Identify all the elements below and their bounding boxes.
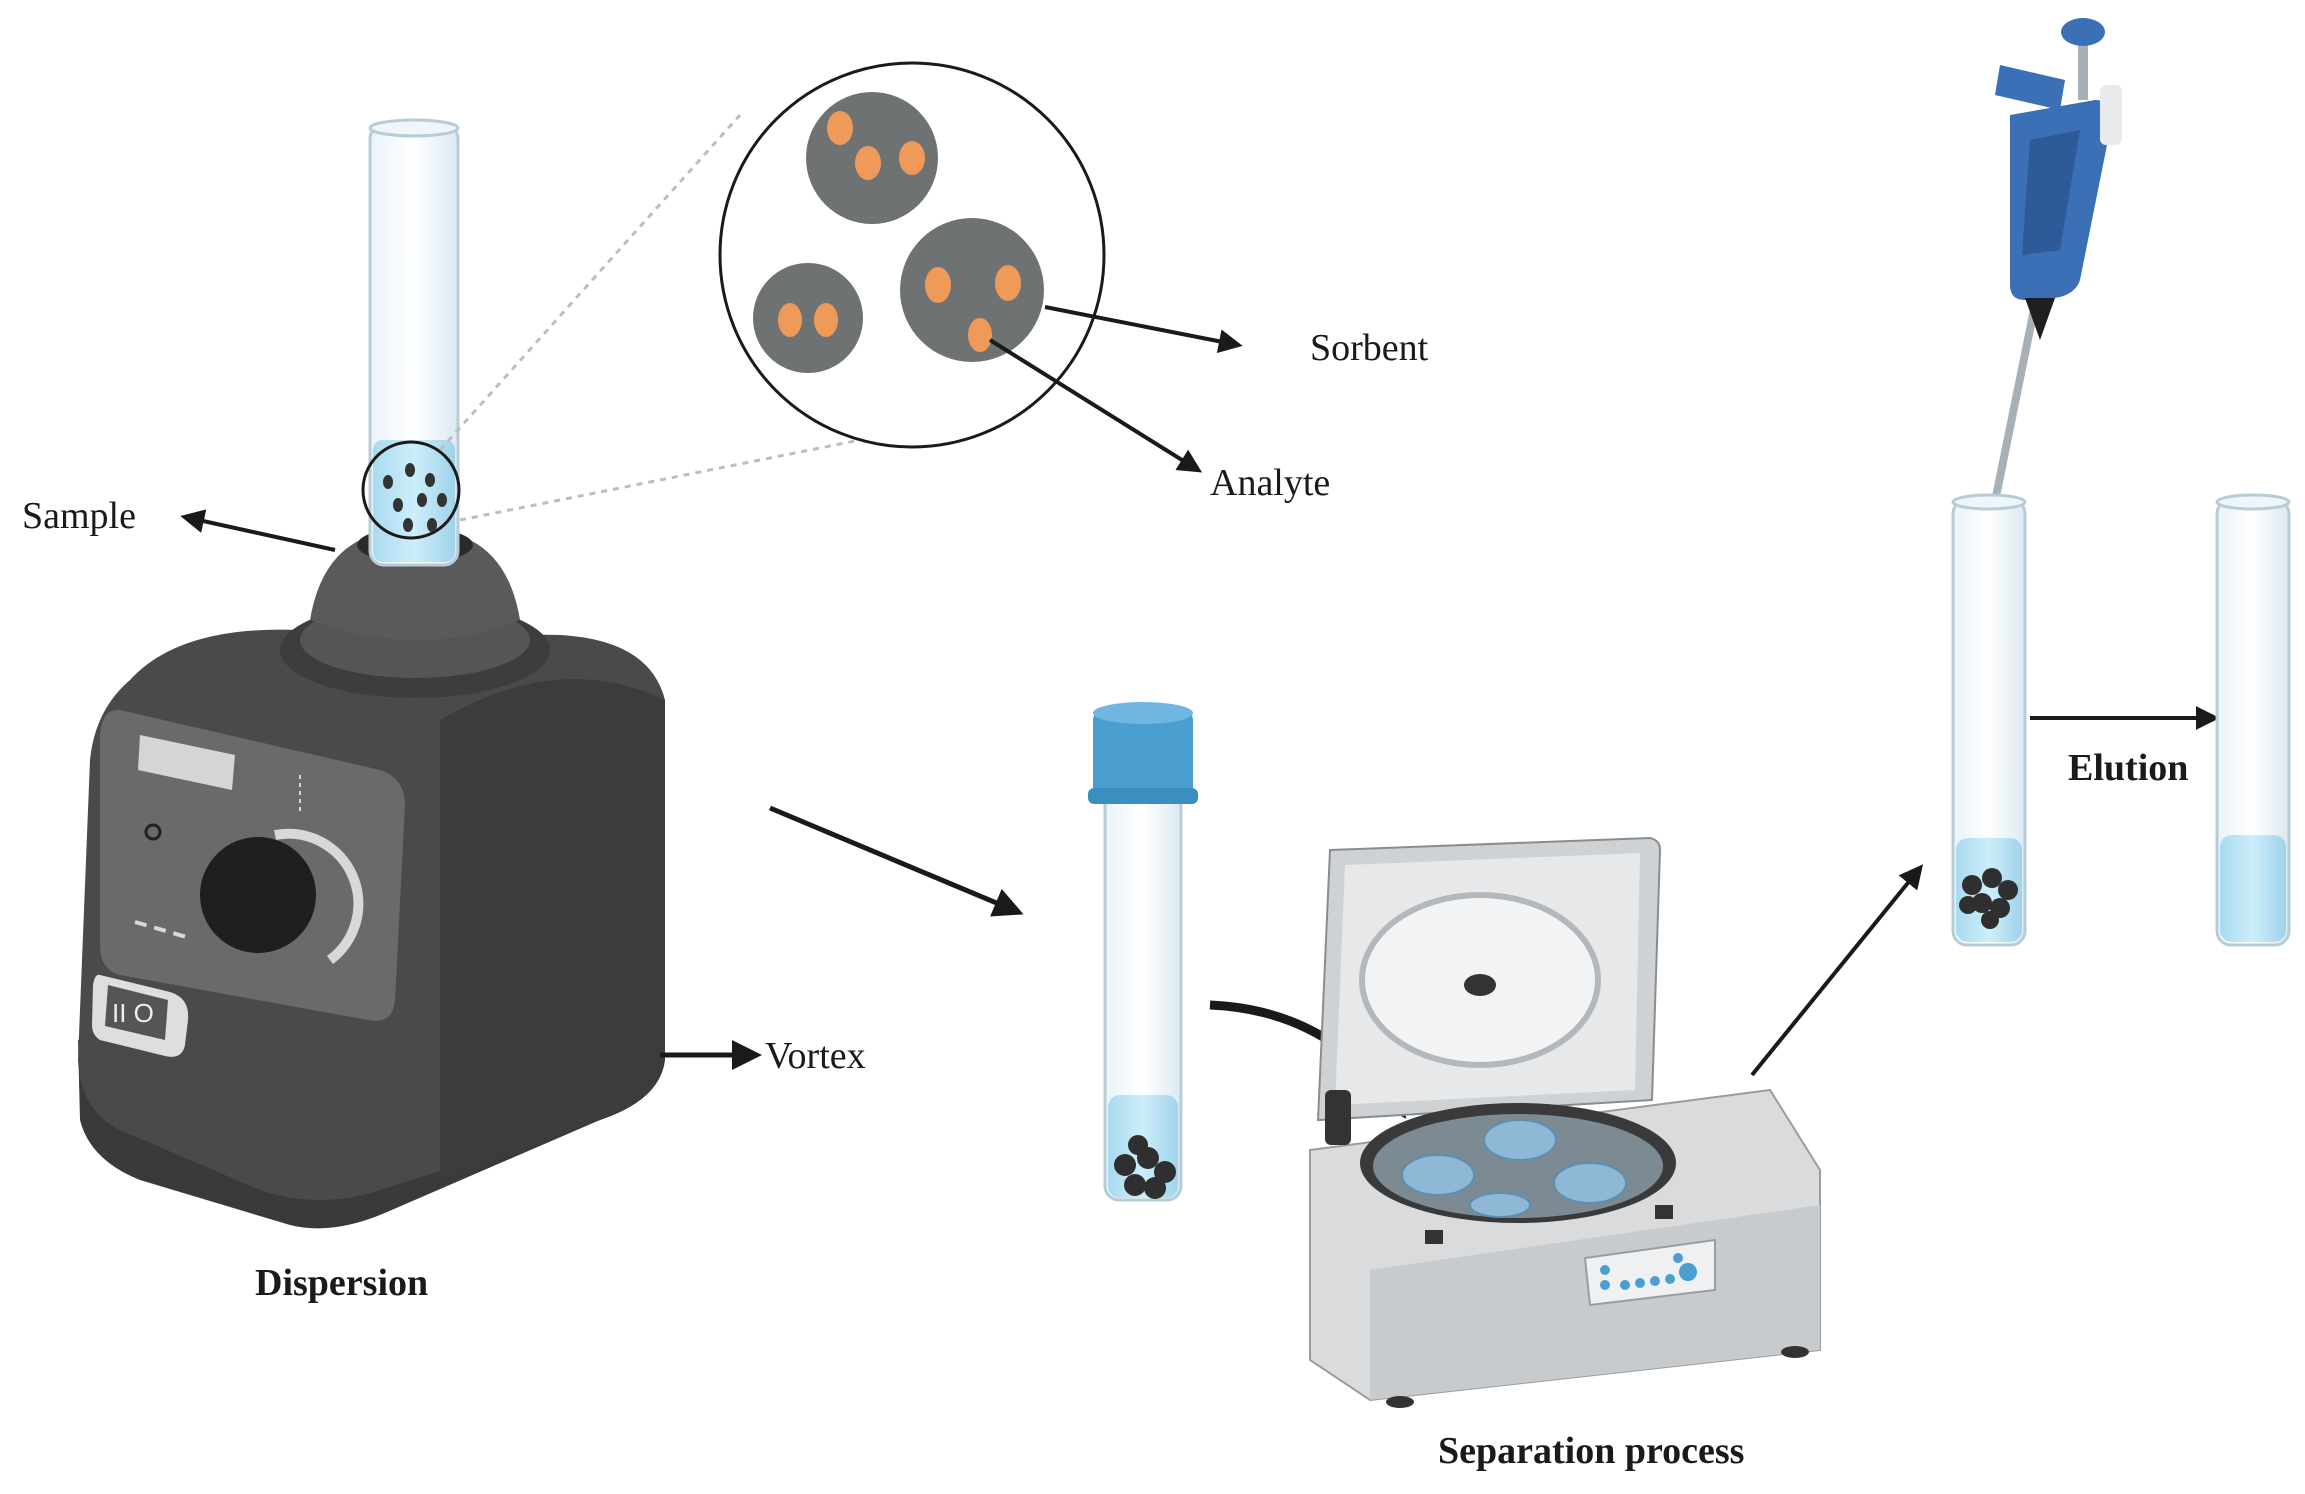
zoom-line-top [438,113,742,452]
sorbent-zoom-view [718,61,1106,449]
vortex-speed-knob[interactable] [200,837,316,953]
label-dispersion: Dispersion [255,1262,428,1304]
centrifuge-foot [1781,1346,1809,1358]
analyte-dot [855,146,881,180]
step-arrow-centrifuge-to-elution [1750,864,1924,1077]
analyte-dot [827,111,853,145]
sorbent-particle [753,263,863,373]
tube-cap [1093,710,1193,798]
elution-tube-eluate [2215,493,2291,947]
sorbent-pellet [1959,868,2018,929]
sample-particles [383,463,447,532]
analyte-dot [968,318,992,352]
analyte-dot [814,303,838,337]
label-elution: Elution [2068,747,2188,789]
elution-tube-sorbent [1951,493,2027,947]
pipette-grip [2022,130,2080,255]
pipette-plunger-button[interactable] [2061,18,2105,46]
power-switch-glyph: II O [112,998,154,1028]
label-sorbent: Sorbent [1310,327,1429,369]
sorbent-pointer-arrow [1044,305,1243,354]
sorbent-pellet [1114,1135,1176,1199]
pipette-nozzle [2025,298,2055,340]
vortex-panel-label [138,735,235,790]
zoom-line-bottom [459,438,861,522]
analyte-dot [995,265,1021,301]
pipette [1971,18,2122,601]
capped-tube [1088,702,1198,1202]
vortex-indicator-light [144,823,162,841]
tube-cap-top [1093,702,1193,724]
centrifuge-foot [1386,1396,1414,1408]
sorbent-particle [900,218,1044,362]
analyte-dot [925,267,951,303]
analyte-dot [778,303,802,337]
vortex-dial-scale [274,828,364,965]
pipette-hook [1995,65,2065,110]
label-separation-process: Separation process [1438,1430,1744,1472]
label-analyte: Analyte [1210,462,1330,504]
label-sample: Sample [22,495,136,537]
elution-tube-2-liquid [2220,835,2286,942]
centrifuge-buttons[interactable] [1600,1253,1697,1290]
centrifuge [1309,836,1821,1408]
power-switch[interactable] [105,985,168,1040]
sample-pointer-arrow [180,509,336,552]
vortex-cup [310,540,520,640]
analyte-pointer-arrow [988,338,1203,473]
centrifuge-lock-left [1425,1230,1443,1244]
tube-cap-rim [1088,788,1198,804]
sample-tube-rim [368,118,460,138]
zoom-focus-circle [361,440,461,540]
rotor-tube-holders [1401,1119,1627,1218]
centrifuge-lid-knob [1464,974,1496,996]
centrifuge-lock-right [1655,1205,1673,1219]
step-arrow-dispersion-to-tube [769,805,1024,917]
pipette-ejector [2100,85,2122,145]
analyte-dot [899,141,925,175]
vortex-side [440,679,665,1180]
label-vortex: Vortex [765,1035,866,1077]
elution-tube-1-rim [1951,493,2027,511]
pipette-plunger-rod [2078,40,2088,100]
elution-tube-2-rim [2215,493,2291,511]
vortex-mixer: II O [78,118,665,1229]
vortex-panel-marks [134,920,191,940]
centrifuge-latch [1325,1090,1351,1145]
